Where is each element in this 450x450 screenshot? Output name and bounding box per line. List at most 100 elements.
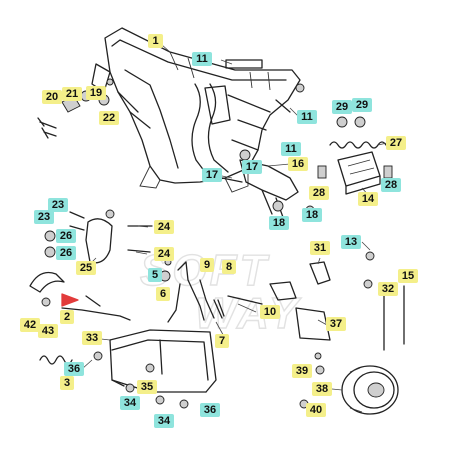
callout-label: 7 <box>219 335 225 347</box>
callout-label: 17 <box>206 169 218 181</box>
callout-7: 7 <box>215 334 229 348</box>
callout-label: 23 <box>38 211 50 223</box>
callout-label: 22 <box>103 112 115 124</box>
callout-18: 18 <box>302 208 322 222</box>
callout-label: 11 <box>301 111 313 123</box>
callout-35: 35 <box>137 380 157 394</box>
callout-16: 16 <box>288 157 308 171</box>
callout-22: 22 <box>99 111 119 125</box>
callout-label: 19 <box>90 87 102 99</box>
callout-37: 37 <box>326 317 346 331</box>
callout-label: 26 <box>60 247 72 259</box>
callout-label: 6 <box>160 288 166 300</box>
callout-label: 29 <box>336 101 348 113</box>
callout-labels: 1 11 20 21 19 22 11 29 29 27 11 17 16 17… <box>20 34 418 428</box>
callout-32: 32 <box>378 282 398 296</box>
callout-label: 35 <box>141 381 153 393</box>
side-stand <box>159 251 375 323</box>
callout-label: 24 <box>158 221 171 233</box>
callout-label: 37 <box>330 318 342 330</box>
callout-10: 10 <box>260 305 280 319</box>
watermark-line-2: WAY <box>195 289 302 338</box>
callout-8: 8 <box>222 260 236 274</box>
callout-label: 29 <box>356 99 368 111</box>
center-bracket <box>221 149 315 221</box>
callout-1: 1 <box>148 34 163 48</box>
callout-label: 20 <box>46 91 58 103</box>
callout-label: 24 <box>158 248 171 260</box>
left-lower-parts <box>29 271 131 365</box>
callout-label: 18 <box>306 209 318 221</box>
callout-17: 17 <box>242 160 262 174</box>
callout-29: 29 <box>332 100 352 114</box>
callout-17: 17 <box>202 168 222 182</box>
callout-label: 5 <box>152 269 158 281</box>
callout-label: 1 <box>152 35 158 47</box>
callout-label: 38 <box>316 383 328 395</box>
callout-label: 11 <box>196 53 208 65</box>
callout-26: 26 <box>56 246 76 260</box>
callout-13: 13 <box>341 235 361 249</box>
lower-crash-bar <box>93 329 217 409</box>
callout-27: 27 <box>386 136 406 150</box>
callout-31: 31 <box>310 241 330 255</box>
callout-39: 39 <box>292 364 312 378</box>
callout-label: 32 <box>382 283 394 295</box>
callout-3: 3 <box>60 376 74 390</box>
callout-label: 39 <box>296 365 308 377</box>
callout-label: 21 <box>66 88 78 100</box>
callout-label: 25 <box>80 262 92 274</box>
callout-20: 20 <box>42 90 62 104</box>
callout-label: 42 <box>24 319 36 331</box>
callout-label: 36 <box>204 404 216 416</box>
callout-28: 28 <box>381 178 401 192</box>
callout-label: 34 <box>124 397 137 409</box>
callout-25: 25 <box>76 261 96 275</box>
callout-6: 6 <box>156 287 170 301</box>
callout-label: 33 <box>86 332 98 344</box>
callout-34: 34 <box>120 396 140 410</box>
callout-label: 27 <box>390 137 402 149</box>
callout-5: 5 <box>148 268 162 282</box>
callout-11: 11 <box>281 142 301 156</box>
callout-19: 19 <box>86 86 106 100</box>
callout-23: 23 <box>34 210 54 224</box>
callout-label: 3 <box>64 377 70 389</box>
callout-18: 18 <box>269 216 289 230</box>
callout-23: 23 <box>48 198 68 212</box>
callout-11: 11 <box>192 52 212 66</box>
callout-label: 23 <box>52 199 64 211</box>
callout-40: 40 <box>306 403 326 417</box>
callout-label: 9 <box>204 259 210 271</box>
callout-36: 36 <box>200 403 220 417</box>
callout-38: 38 <box>312 382 332 396</box>
callout-label: 17 <box>246 161 258 173</box>
callout-label: 11 <box>285 143 297 155</box>
callout-label: 13 <box>345 236 357 248</box>
callout-21: 21 <box>62 87 82 101</box>
callout-15: 15 <box>398 269 418 283</box>
callout-11: 11 <box>297 110 317 124</box>
callout-26: 26 <box>56 229 76 243</box>
callout-label: 40 <box>310 404 322 416</box>
callout-label: 26 <box>60 230 72 242</box>
callout-28: 28 <box>309 186 329 200</box>
callout-label: 15 <box>402 270 414 282</box>
callout-33: 33 <box>82 331 102 345</box>
callout-14: 14 <box>358 192 378 206</box>
callout-29: 29 <box>352 98 372 112</box>
callout-9: 9 <box>200 258 214 272</box>
callout-label: 14 <box>362 193 375 205</box>
callout-2: 2 <box>60 310 74 324</box>
callout-34: 34 <box>154 414 174 428</box>
callout-label: 18 <box>273 217 285 229</box>
callout-36: 36 <box>64 362 84 376</box>
callout-24: 24 <box>154 247 174 261</box>
callout-label: 10 <box>264 306 276 318</box>
callout-label: 8 <box>226 261 232 273</box>
callout-label: 31 <box>314 242 326 254</box>
callout-label: 36 <box>68 363 80 375</box>
callout-label: 43 <box>42 325 54 337</box>
callout-label: 28 <box>385 179 397 191</box>
